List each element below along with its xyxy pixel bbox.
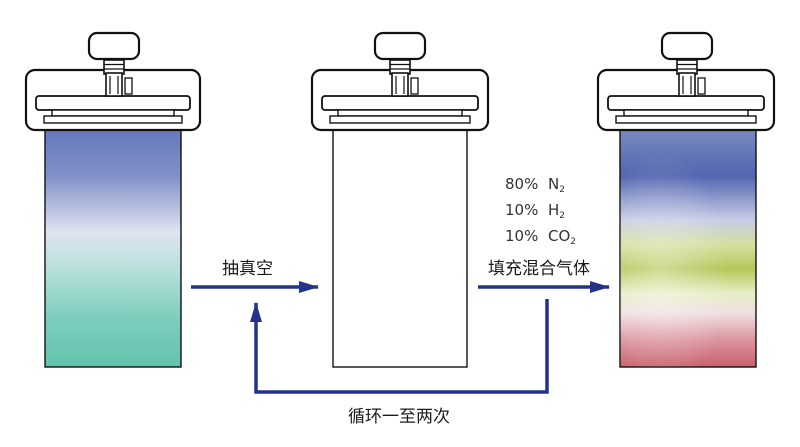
- jar-3-lid: [596, 31, 776, 132]
- jar-1-body: [44, 121, 182, 368]
- gas-percent: 80%: [505, 175, 538, 193]
- fill-gas-label: 填充混合气体: [488, 259, 590, 279]
- gas-percent: 10%: [505, 201, 538, 219]
- gas-mix-list: 80% N2 10% H2 10% CO2: [505, 175, 576, 247]
- gas-species: N2: [548, 175, 565, 195]
- gas-species: H2: [548, 201, 565, 221]
- jar-2-body: [332, 121, 468, 368]
- jar-1: [24, 31, 202, 368]
- jar-1-lid: [24, 31, 202, 132]
- cycle-arrow: [250, 299, 549, 394]
- knob-icon: [373, 31, 427, 61]
- knob-icon: [87, 31, 141, 61]
- evacuate-label: 抽真空: [222, 259, 273, 279]
- jar-2: [310, 31, 490, 368]
- cycle-label: 循环一至两次: [348, 407, 450, 427]
- knob-icon: [660, 31, 714, 61]
- gas-percent: 10%: [505, 227, 538, 245]
- jar-3: [596, 31, 776, 368]
- jar-2-lid: [310, 31, 490, 132]
- gas-species: CO2: [548, 227, 576, 247]
